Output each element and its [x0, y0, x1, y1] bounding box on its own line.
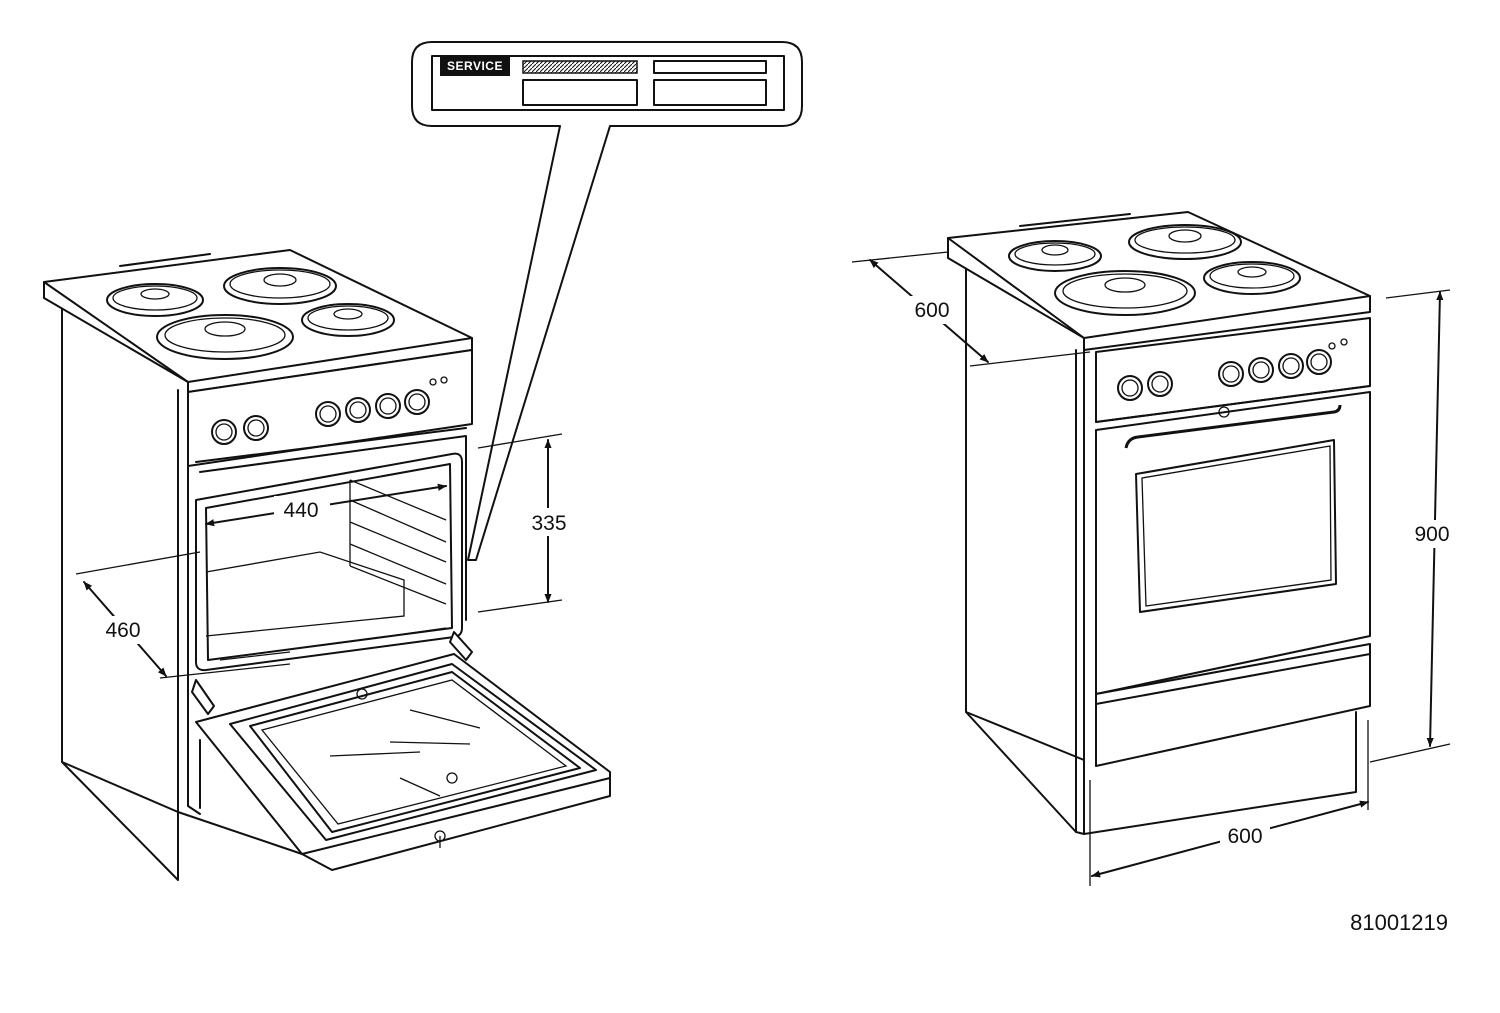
- rating-field-left: [522, 79, 638, 106]
- model-field: [653, 60, 767, 74]
- service-tag: [440, 56, 510, 76]
- dimension-width: 600: [1089, 720, 1369, 886]
- indicator-lamp: [1328, 342, 1336, 350]
- dimension-label: 335: [531, 512, 566, 535]
- door-hinge: [449, 631, 473, 661]
- plinth-line: [61, 761, 179, 813]
- control-knobs: [211, 389, 430, 445]
- hob-plate: [156, 314, 294, 360]
- closed-cooker: 600 900 600: [851, 211, 1458, 886]
- rating-field-right: [653, 79, 767, 106]
- control-knob[interactable]: [1147, 371, 1173, 397]
- dimension-oven-depth: 460: [75, 551, 291, 679]
- rating-plate: [431, 55, 785, 111]
- door-window: [1135, 439, 1337, 613]
- dimension-depth: 600: [851, 251, 1091, 367]
- drawing-code: 81001219: [1350, 910, 1448, 935]
- storage-drawer[interactable]: [1095, 643, 1371, 767]
- hob-plate: [1128, 224, 1242, 260]
- closed-oven-door[interactable]: [1095, 385, 1371, 695]
- hob-plate: [1054, 270, 1196, 316]
- serial-number-field: [522, 60, 638, 74]
- dimension-oven-width: 440: [205, 483, 447, 527]
- control-knob[interactable]: [315, 401, 341, 427]
- indicator-lamp: [429, 378, 437, 386]
- control-knob[interactable]: [1306, 349, 1332, 375]
- service-label-callout: SERVICE: [411, 41, 803, 561]
- indicator-lamp: [1340, 338, 1348, 346]
- hob-plate: [1008, 240, 1102, 272]
- open-cooker: 440 335 460: [43, 249, 611, 881]
- control-knobs: [1117, 349, 1332, 401]
- control-knob[interactable]: [243, 415, 269, 441]
- door-hinge: [191, 679, 215, 715]
- control-knob[interactable]: [1117, 375, 1143, 401]
- control-knob[interactable]: [211, 419, 237, 445]
- front-frame-left: [187, 465, 201, 815]
- dimension-label: 440: [283, 499, 318, 522]
- dimension-label: 600: [914, 299, 949, 322]
- dimension-oven-height: 335: [477, 433, 574, 613]
- dimension-label: 600: [1227, 825, 1262, 848]
- hob-plate: [223, 267, 337, 305]
- dimension-label: 460: [105, 619, 140, 642]
- control-knob[interactable]: [375, 393, 401, 419]
- hob-plate: [301, 303, 395, 337]
- open-oven-door[interactable]: [195, 653, 611, 871]
- control-knob[interactable]: [345, 397, 371, 423]
- dimension-label: 900: [1414, 523, 1449, 546]
- dimension-height: 900: [1369, 289, 1458, 763]
- control-knob[interactable]: [1218, 361, 1244, 387]
- hob-plates: [106, 267, 395, 360]
- control-knob[interactable]: [1278, 353, 1304, 379]
- service-label-title: SERVICE: [447, 59, 503, 73]
- control-knob[interactable]: [404, 389, 430, 415]
- control-knob[interactable]: [1248, 357, 1274, 383]
- hob-plate: [1203, 261, 1301, 295]
- hob-plates: [1008, 224, 1301, 316]
- indicator-lamp: [440, 376, 448, 384]
- cabinet-side: [965, 255, 1077, 833]
- hob-plate: [106, 283, 204, 317]
- cabinet-side: [61, 299, 179, 881]
